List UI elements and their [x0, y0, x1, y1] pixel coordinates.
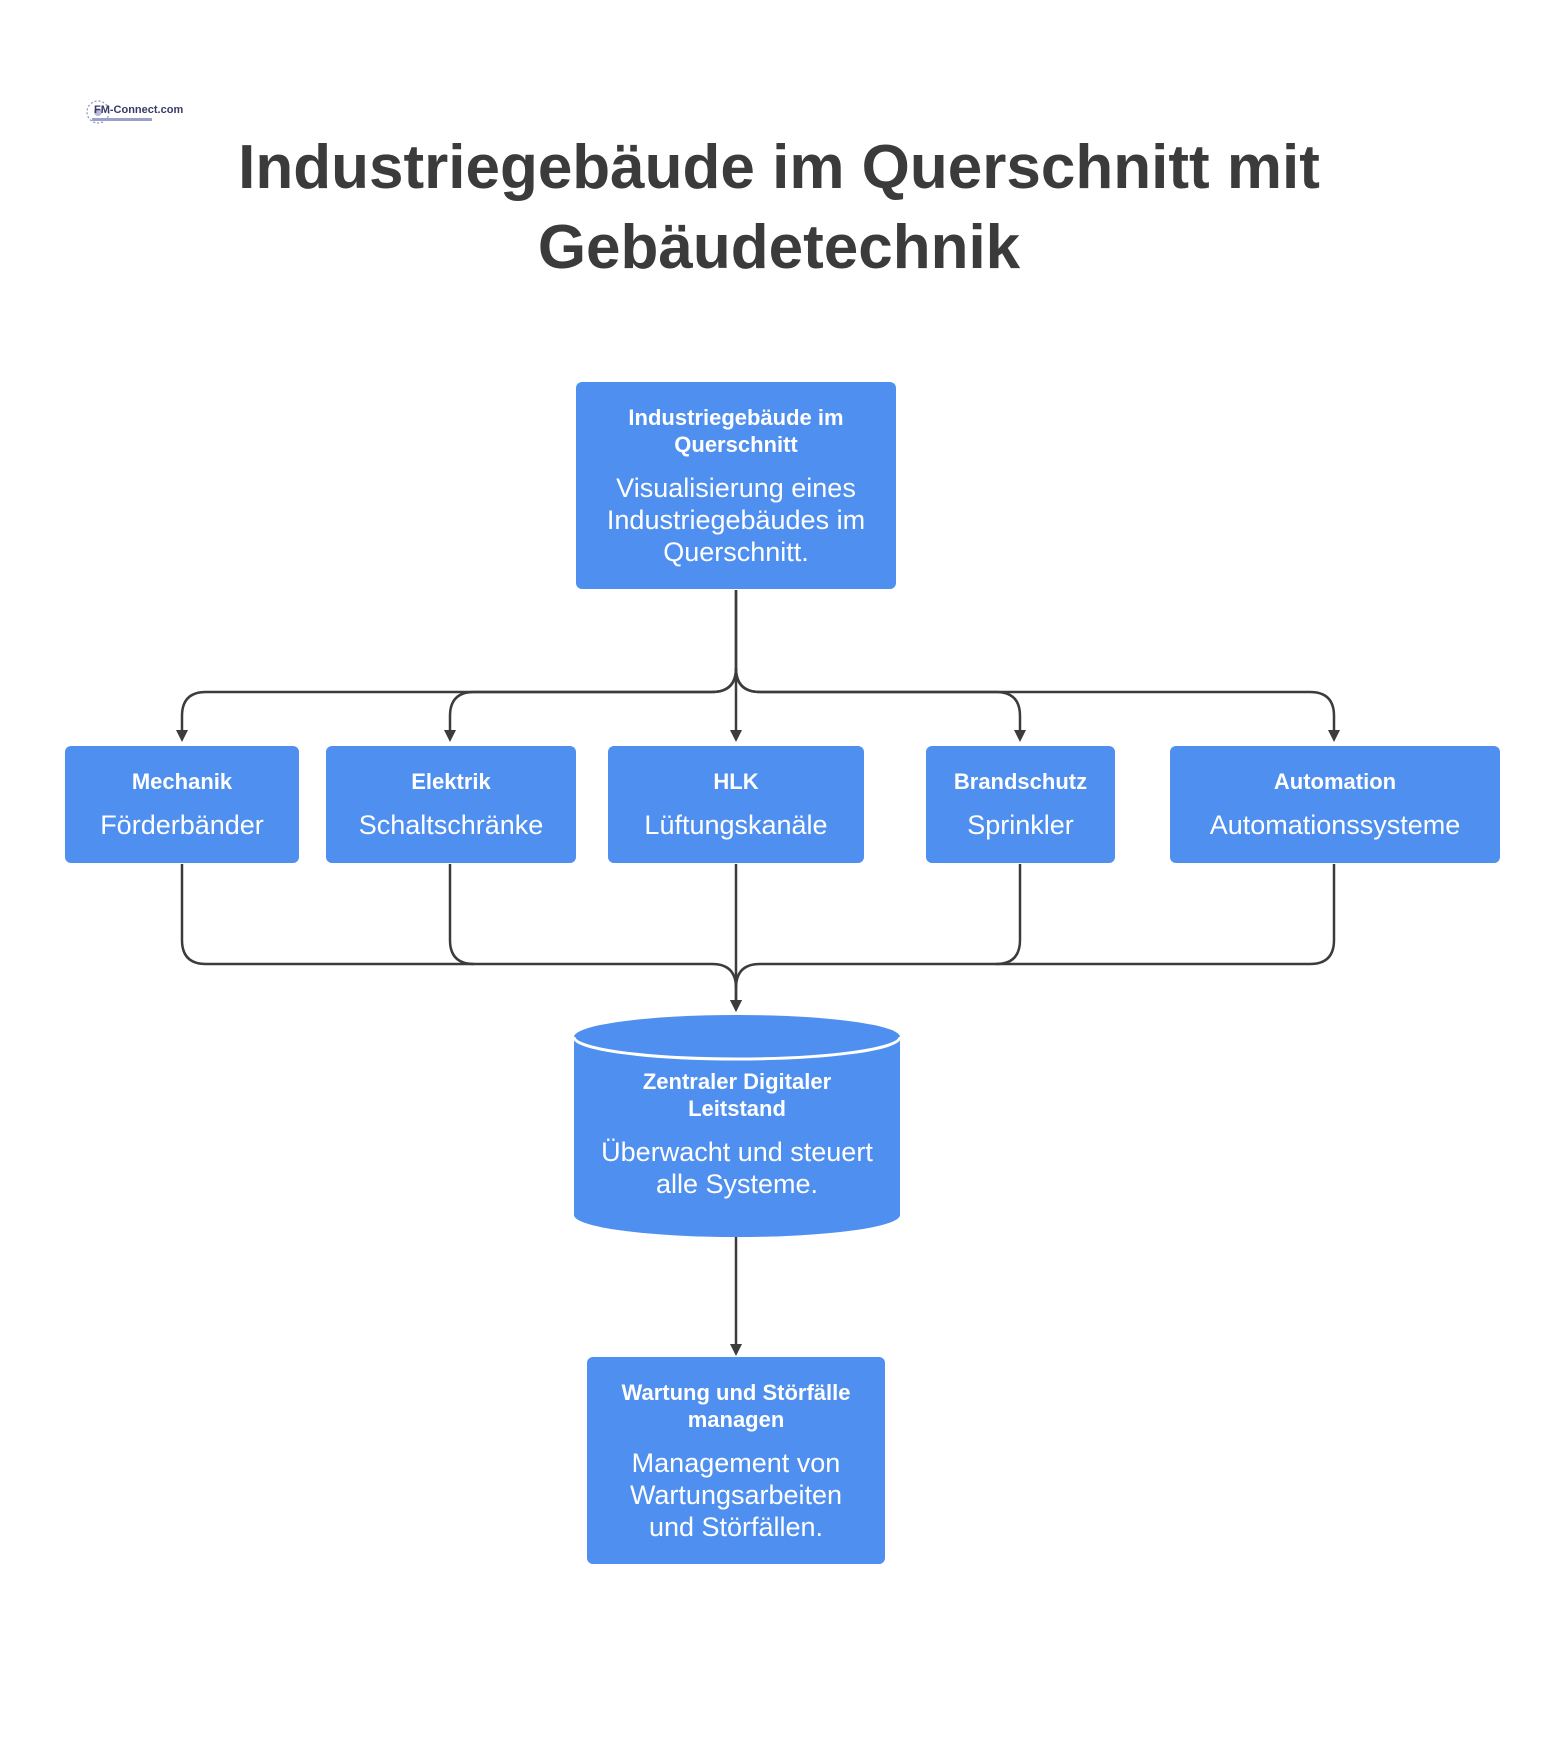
node-elektrik: Elektrik Schaltschränke [326, 746, 576, 863]
connector-top-to-brandschutz [734, 667, 1026, 742]
node-brandschutz: Brandschutz Sprinkler [926, 746, 1115, 863]
logo-wordmark: FM-Connect.com [94, 104, 184, 116]
node-elektrik-desc: Schaltschränke [358, 810, 544, 840]
node-leitstand-title: Zentraler Digitaler Leitstand [642, 1069, 832, 1121]
connector-top-to-mechanik [176, 590, 738, 742]
node-mechanik-title: Mechanik [131, 769, 233, 794]
node-leitstand: Zentraler Digitaler Leitstand Überwacht … [574, 1068, 900, 1200]
logo-sparkle-icon [86, 100, 110, 124]
node-elektrik-title: Elektrik [411, 769, 491, 794]
node-wartung-title: Wartung und Störfälle managen [621, 1379, 851, 1432]
node-mechanik-desc: Förderbänder [100, 810, 264, 840]
node-hlk-desc: Lüftungskanäle [644, 810, 828, 840]
connector-top-to-automation [734, 667, 1340, 742]
node-automation-desc: Automationssysteme [1209, 810, 1461, 840]
logo-tagline-bar [92, 118, 152, 121]
node-brandschutz-desc: Sprinkler [967, 810, 1074, 840]
connector-mechanik-to-leitstand [180, 864, 742, 1012]
fm-connect-logo: FM-Connect.com [80, 94, 183, 134]
node-leitstand-cylinder [574, 1015, 900, 1237]
connector-automation-to-leitstand [734, 864, 1336, 989]
node-industriegebaeude-title: Industriegebäude im Querschnitt [628, 404, 844, 457]
node-brandschutz-title: Brandschutz [953, 769, 1088, 794]
node-mechanik: Mechanik Förderbänder [65, 746, 299, 863]
connector-top-to-elektrik [444, 667, 738, 742]
page-title: Industriegebäude im Querschnitt mit Gebä… [238, 133, 1320, 282]
node-industriegebaeude: Industriegebäude im Querschnitt Visualis… [576, 382, 896, 589]
node-wartung: Wartung und Störfälle managen Management… [587, 1357, 885, 1564]
node-wartung-desc: Management von Wartungsarbeiten und Stör… [629, 1447, 843, 1542]
node-industriegebaeude-desc: Visualisierung eines Industriegebäudes i… [606, 472, 866, 567]
connector-brandschutz-to-leitstand [995, 864, 1022, 966]
node-automation: Automation Automationssysteme [1170, 746, 1500, 863]
node-automation-title: Automation [1273, 769, 1397, 794]
node-leitstand-desc: Überwacht und steuert alle Systeme. [601, 1137, 873, 1199]
node-hlk-title: HLK [713, 769, 759, 794]
node-hlk: HLK Lüftungskanäle [608, 746, 864, 863]
connector-elektrik-to-leitstand [448, 864, 475, 966]
